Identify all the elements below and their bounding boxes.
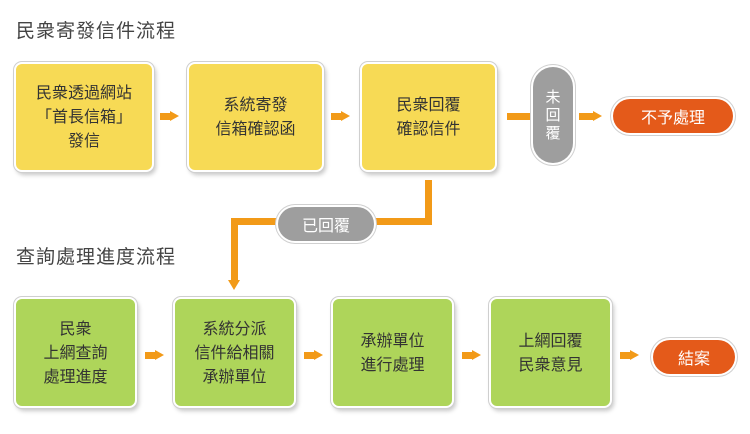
section-title-query: 查詢處理進度流程 (16, 246, 177, 268)
step-label: 民衆 上網查詢 處理進度 (43, 318, 108, 386)
step-unit-processing: 承辦單位 進行處理 (331, 297, 454, 408)
section-title-send: 民衆寄發信件流程 (16, 20, 177, 42)
step-confirmation-mail: 系統寄發 信箱確認函 (187, 62, 324, 172)
arrow-stem (160, 113, 170, 120)
reject-label: 不予處理 (640, 108, 705, 127)
step-label: 系統分派 信件給相關 承辦單位 (194, 318, 275, 386)
arrow-right-icon (170, 111, 179, 121)
step-label: 上網回覆 民衆意見 (518, 330, 583, 374)
step-assign-mail: 系統分派 信件給相關 承辦單位 (173, 297, 296, 408)
arrow-right-icon (630, 350, 639, 360)
arrow-stem (145, 352, 155, 359)
arrow-stem (462, 352, 472, 359)
step-reply-online: 上網回覆 民衆意見 (489, 297, 612, 408)
case-closed-label: 結案 (677, 349, 710, 368)
reject-badge: 不予處理 (613, 99, 733, 133)
step-check-progress: 民衆 上網查詢 處理進度 (14, 297, 137, 408)
step-label: 系統寄發 信箱確認函 (215, 95, 296, 138)
step-reply-confirmation: 民衆回覆 確認信件 (360, 62, 497, 172)
connector-line (231, 218, 238, 280)
arrow-down-icon (228, 280, 240, 290)
arrow-right-icon (593, 111, 602, 121)
arrow-right-icon (155, 350, 164, 360)
arrow-right-icon (314, 350, 323, 360)
case-closed-badge: 結案 (653, 340, 735, 374)
step-label: 民衆透過網站 「首長信箱」 發信 (35, 83, 132, 150)
arrow-right-icon (341, 111, 350, 121)
arrow-stem (579, 113, 593, 120)
no-reply-label: 未 回 覆 (545, 88, 561, 142)
arrow-stem (331, 113, 341, 120)
replied-badge: 已回覆 (278, 207, 374, 241)
step-label: 民衆回覆 確認信件 (396, 95, 461, 138)
step-send-via-website: 民衆透過網站 「首長信箱」 發信 (14, 62, 154, 172)
step-label: 承辦單位 進行處理 (360, 330, 425, 374)
connector-line (425, 180, 432, 225)
connector-line (507, 113, 531, 120)
arrow-stem (620, 352, 630, 359)
arrow-right-icon (472, 350, 481, 360)
arrow-stem (304, 352, 314, 359)
no-reply-badge: 未 回 覆 (533, 67, 573, 163)
replied-label: 已回覆 (301, 216, 350, 235)
